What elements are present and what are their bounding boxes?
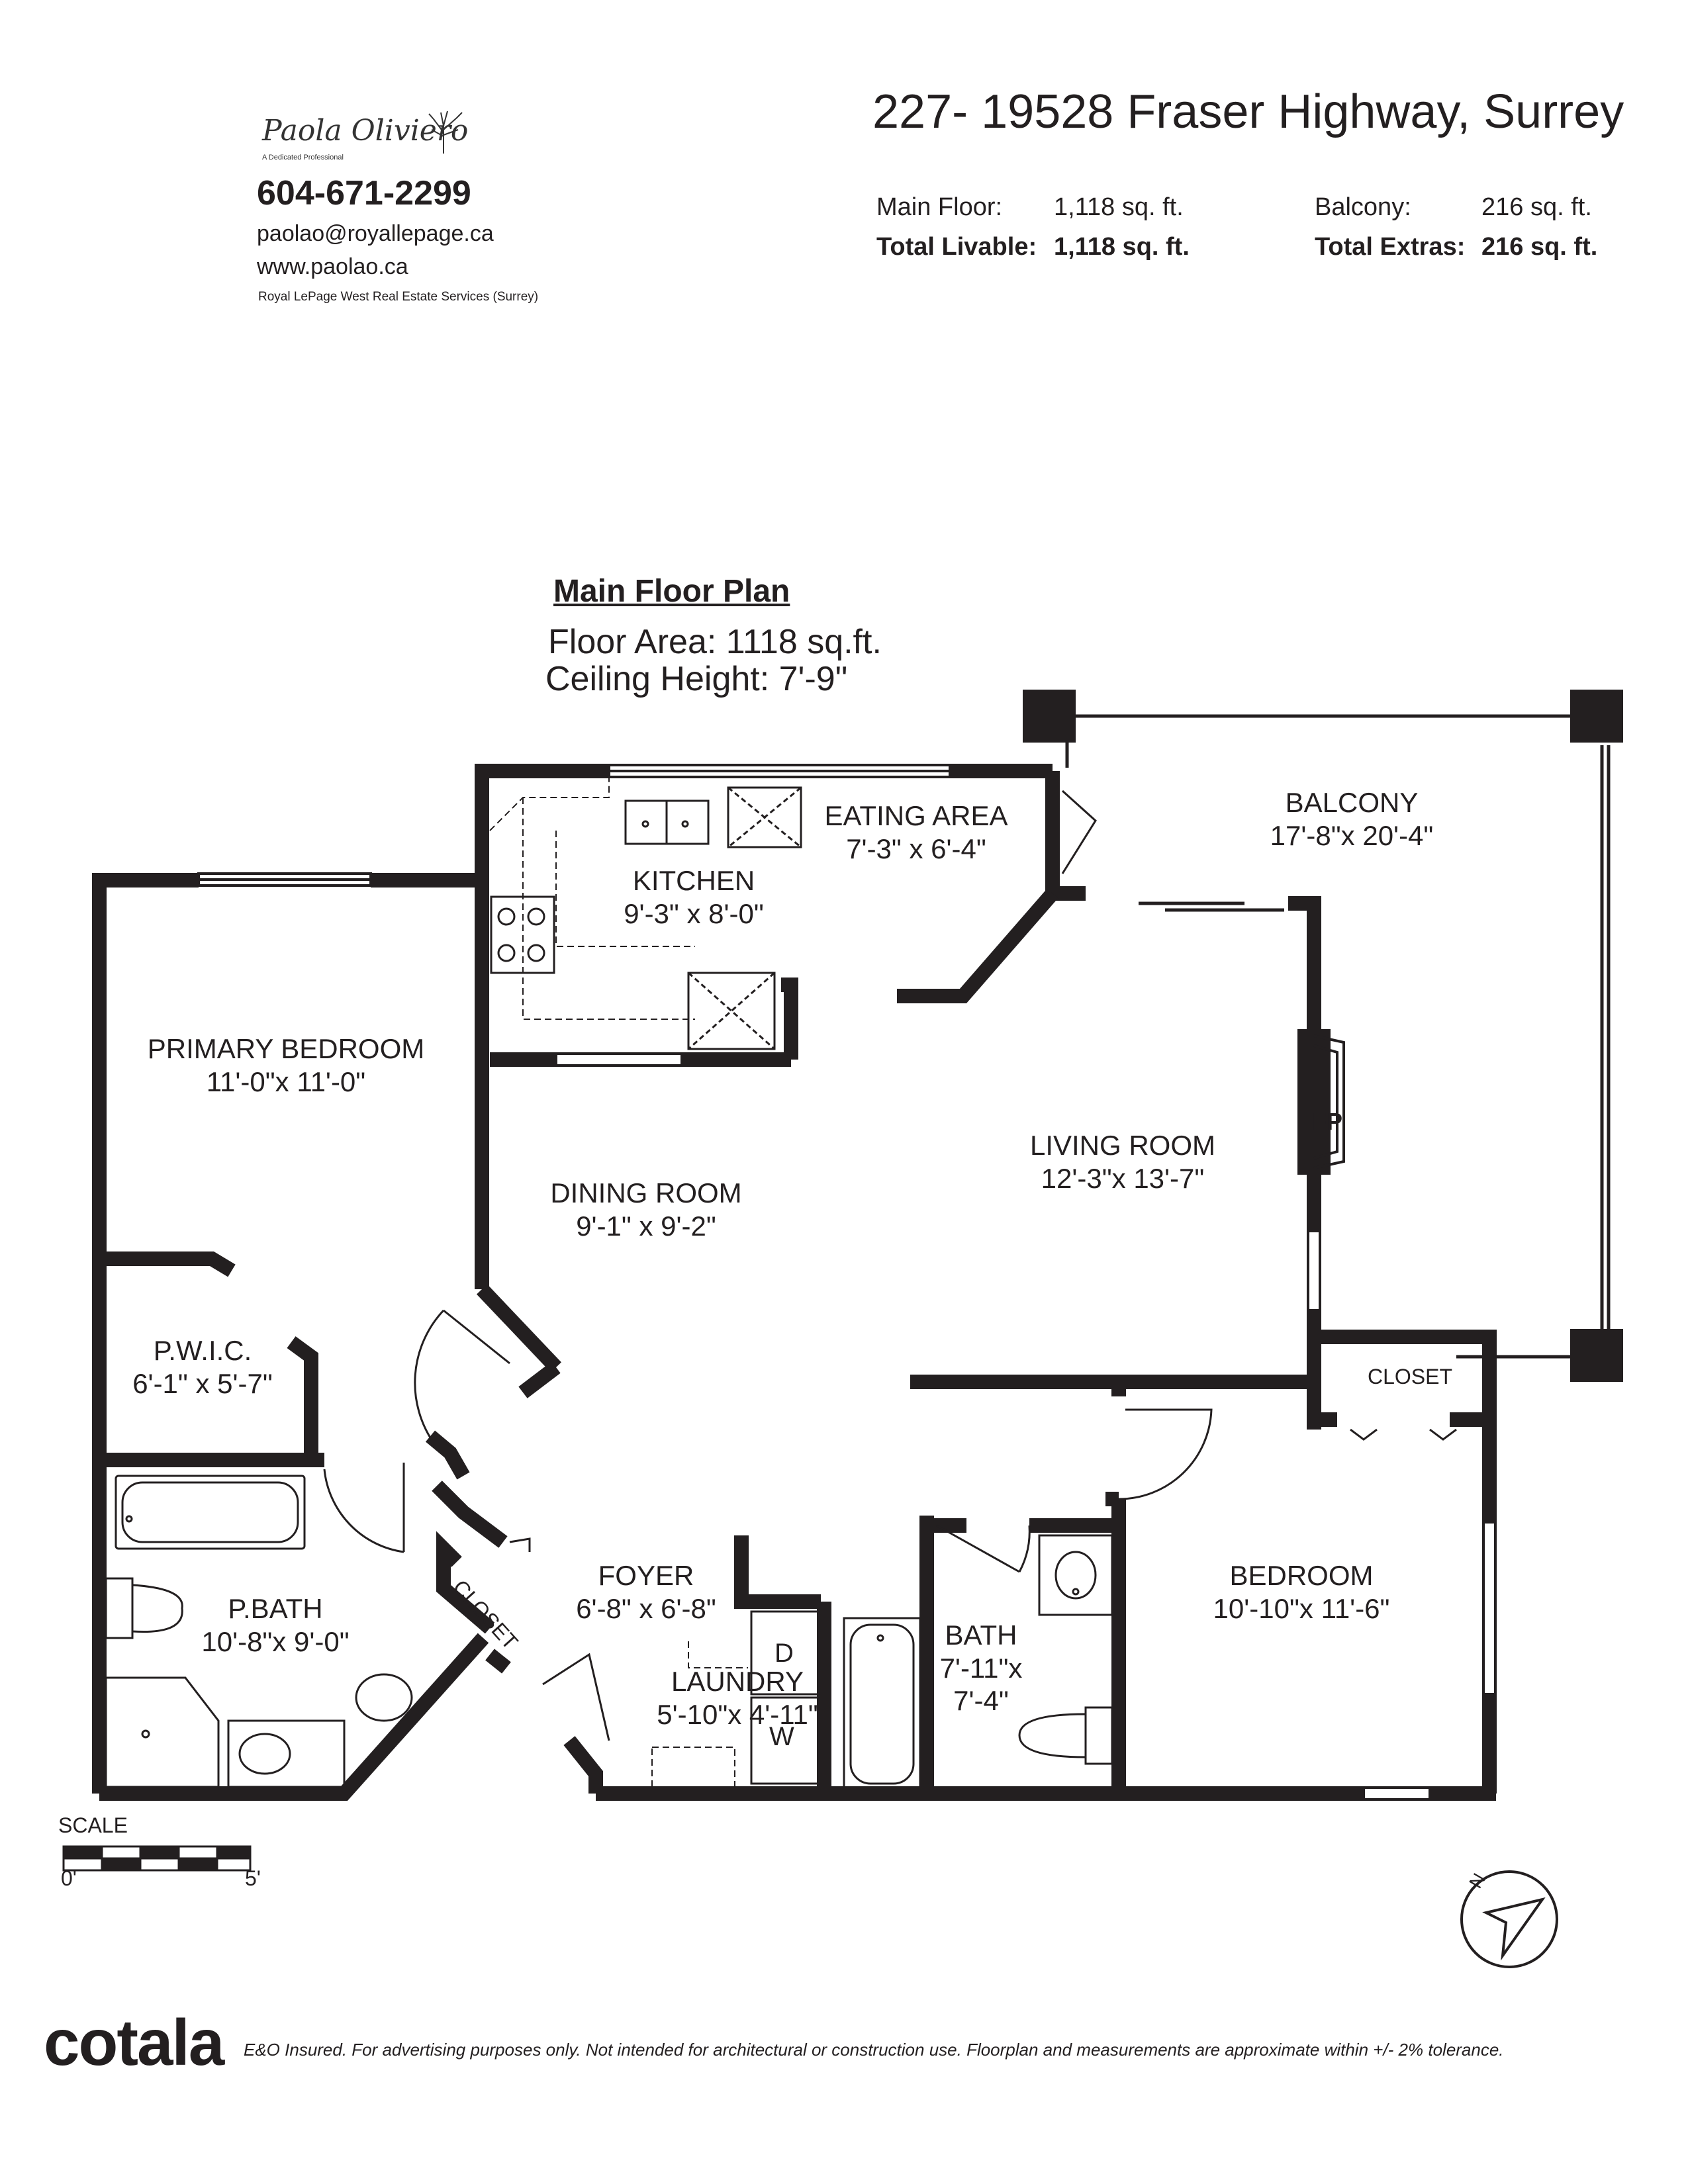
- stove-icon: [490, 895, 555, 974]
- pbath-name: P.BATH: [228, 1593, 323, 1624]
- disclaimer: E&O Insured. For advertising purposes on…: [244, 2040, 1504, 2060]
- room-laundry: LAUNDRY 5'-10"x 4'-11": [657, 1665, 818, 1731]
- laundry-name: LAUNDRY: [671, 1666, 804, 1697]
- shower-icon: [105, 1676, 220, 1788]
- ceiling-height: Ceiling Height: 7'-9": [545, 660, 848, 698]
- room-closet-bedroom: CLOSET: [1368, 1365, 1452, 1390]
- room-eating-area: EATING AREA 7'-3" x 6'-4": [825, 799, 1008, 865]
- kitchen-dims: 9'-3" x 8'-0": [624, 897, 764, 929]
- main-floor-label: Main Floor:: [876, 193, 1003, 221]
- room-pwic: P.W.I.C. 6'-1" x 5'-7": [132, 1334, 273, 1400]
- room-bedroom: BEDROOM 10'-10"x 11'-6": [1213, 1559, 1390, 1625]
- laundry-shelf: [651, 1641, 748, 1791]
- living-room-name: LIVING ROOM: [1029, 1130, 1216, 1161]
- walls: [92, 764, 1497, 1801]
- closet-bedroom-name: CLOSET: [1367, 1365, 1453, 1388]
- fridge-icon: [727, 786, 802, 848]
- agent-tagline: A Dedicated Professional: [262, 154, 344, 161]
- primary-bedroom-dims: 11'-0"x 11'-0": [206, 1066, 366, 1097]
- foyer-dims: 6'-8" x 6'-8": [576, 1592, 716, 1624]
- washer-dryer-icon: [750, 1610, 822, 1785]
- balcony-dims: 17'-8"x 20'-4": [1270, 819, 1434, 851]
- kitchen-name: KITCHEN: [632, 865, 755, 896]
- bath-vanity-icon: [1038, 1534, 1113, 1616]
- tub-icon: [115, 1475, 306, 1550]
- total-livable-label: Total Livable:: [876, 233, 1037, 261]
- room-living-room: LIVING ROOM 12'-3"x 13'-7": [1030, 1129, 1215, 1195]
- bath-name: BATH: [945, 1619, 1017, 1651]
- room-foyer: FOYER 6'-8" x 6'-8": [576, 1559, 716, 1625]
- agent-email[interactable]: paolao@royallepage.ca: [257, 221, 494, 246]
- north-arrow-icon: [1460, 1870, 1558, 1968]
- room-pbath: P.BATH 10'-8"x 9'-0": [201, 1592, 349, 1658]
- sink-icon: [227, 1673, 413, 1788]
- primary-bedroom-name: PRIMARY BEDROOM: [147, 1033, 425, 1064]
- toilet-icon: [105, 1577, 183, 1639]
- balcony-name: BALCONY: [1285, 787, 1419, 818]
- dryer-label: D: [774, 1639, 794, 1668]
- cotala-logo: cotala: [44, 2006, 224, 2079]
- fireplace-icon: [1313, 1034, 1345, 1169]
- bath-tub-icon-2: [843, 1617, 921, 1792]
- dining-room-dims: 9'-1" x 9'-2": [576, 1210, 716, 1242]
- listing-address: 227- 19528 Fraser Highway, Surrey: [872, 85, 1624, 138]
- scale-start: 0': [61, 1866, 77, 1890]
- bedroom-dims: 10'-10"x 11'-6": [1213, 1592, 1390, 1624]
- fireplace-label: FP: [1312, 1108, 1343, 1135]
- scale-label: SCALE: [58, 1813, 128, 1837]
- dining-room-name: DINING ROOM: [550, 1177, 742, 1208]
- bath-dims-line1: 7'-11"x: [939, 1652, 1023, 1684]
- balcony-columns: [1023, 690, 1623, 1382]
- dishwasher-icon: [687, 972, 776, 1050]
- living-room-dims: 12'-3"x 13'-7": [1041, 1162, 1205, 1194]
- room-balcony: BALCONY 17'-8"x 20'-4": [1270, 786, 1434, 852]
- bath-dims-line2: 7'-4": [953, 1685, 1009, 1717]
- total-extras-value: 216 sq. ft.: [1481, 233, 1598, 261]
- laundry-dims: 5'-10"x 4'-11": [657, 1698, 818, 1730]
- doors: [323, 790, 1457, 1741]
- balcony-label: Balcony:: [1315, 193, 1411, 221]
- room-primary-bedroom: PRIMARY BEDROOM 11'-0"x 11'-0": [148, 1032, 425, 1098]
- agent-brokerage: Royal LePage West Real Estate Services (…: [258, 290, 539, 304]
- agent-website[interactable]: www.paolao.ca: [257, 254, 408, 279]
- scale-end: 5': [245, 1866, 261, 1890]
- foyer-name: FOYER: [598, 1560, 694, 1591]
- kitchen-sink-icon: [624, 799, 710, 845]
- pwic-name: P.W.I.C.: [153, 1335, 252, 1366]
- room-bath: BATH 7'-11"x 7'-4": [940, 1619, 1023, 1717]
- room-dining-room: DINING ROOM 9'-1" x 9'-2": [550, 1177, 741, 1242]
- total-extras-label: Total Extras:: [1315, 233, 1466, 261]
- bath-toilet-icon: [1018, 1706, 1113, 1765]
- main-floor-value: 1,118 sq. ft.: [1054, 193, 1184, 221]
- scale-bar: [62, 1845, 252, 1872]
- pbath-dims: 10'-8"x 9'-0": [201, 1625, 350, 1657]
- plan-title: Main Floor Plan: [553, 574, 790, 609]
- kitchen-counters: [489, 778, 695, 1020]
- balcony-outline: [1065, 714, 1611, 1359]
- windows: [197, 764, 1497, 1801]
- agent-phone[interactable]: 604-671-2299: [257, 174, 471, 212]
- washer-label: W: [769, 1722, 794, 1751]
- bedroom-name: BEDROOM: [1229, 1560, 1374, 1591]
- eating-area-dims: 7'-3" x 6'-4": [846, 833, 986, 864]
- balcony-value: 216 sq. ft.: [1481, 193, 1592, 221]
- total-livable-value: 1,118 sq. ft.: [1054, 233, 1190, 261]
- room-kitchen: KITCHEN 9'-3" x 8'-0": [624, 864, 764, 930]
- eating-area-name: EATING AREA: [824, 800, 1008, 831]
- pwic-dims: 6'-1" x 5'-7": [132, 1367, 273, 1399]
- floor-area: Floor Area: 1118 sq.ft.: [548, 623, 882, 661]
